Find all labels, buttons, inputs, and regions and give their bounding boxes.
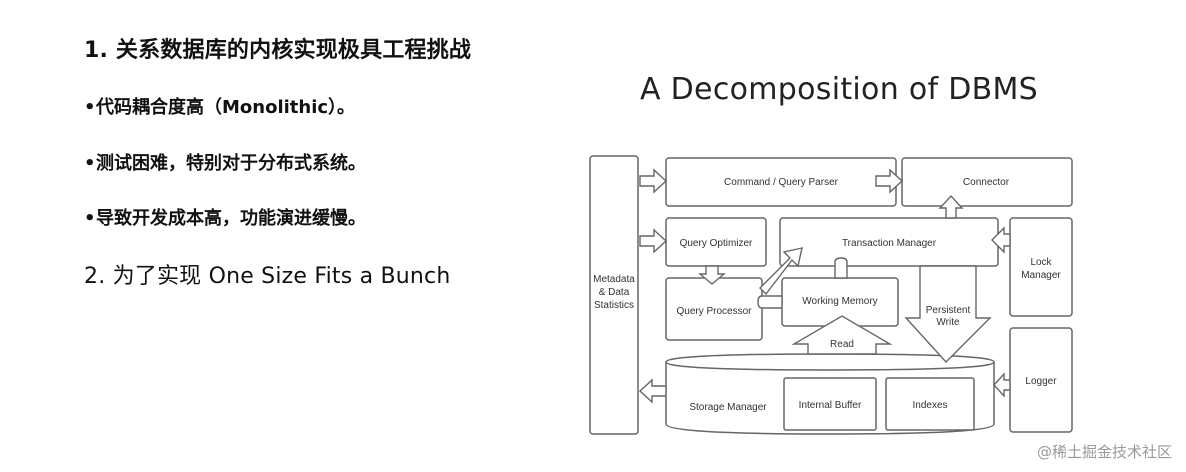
lock-manager-box (1009, 217, 1073, 317)
dbms-diagram: Metadata & Data Statistics Command / Que… (589, 155, 1073, 435)
internal-buffer-box (783, 377, 877, 431)
metadata-label-line1: Metadata (593, 274, 635, 285)
query-optimizer-label: Query Optimizer (680, 238, 753, 249)
query-processor-label: Query Processor (676, 306, 752, 317)
arrow-logger-to-storage (993, 372, 1011, 398)
connector-label: Connector (963, 177, 1010, 188)
lock-manager-label-line2: Manager (1021, 270, 1061, 281)
arrow-processor-to-txn (759, 247, 803, 296)
command-parser-label: Command / Query Parser (724, 177, 839, 188)
persistent-write-label-line1: Persistent (926, 305, 971, 316)
arrow-metadata-to-parser (639, 168, 668, 194)
bullet-testing: •测试困难，特别对于分布式系统。 (84, 149, 366, 175)
connector-processor-to-memory (757, 295, 783, 309)
metadata-box (589, 155, 639, 435)
persistent-write-label-line2: Write (936, 317, 960, 328)
bullet-marker: • (84, 153, 96, 174)
watermark: @稀土掘金技术社区 (1036, 443, 1172, 461)
metadata-label-line2: & Data (599, 287, 630, 298)
indexes-label: Indexes (912, 400, 947, 411)
read-label: Read (830, 339, 854, 350)
bullet-text: 导致开发成本高，功能演进缓慢。 (96, 208, 366, 229)
storage-manager-label: Storage Manager (689, 402, 767, 413)
arrow-metadata-to-optimizer (639, 228, 668, 254)
metadata-label-line3: Statistics (594, 300, 634, 311)
connector-txn-to-memory (834, 257, 848, 279)
connector-box (901, 157, 1073, 207)
persistent-write-arrow (904, 265, 992, 364)
arrow-lock-to-txn (991, 226, 1011, 254)
arrow-optimizer-to-processor (698, 265, 726, 285)
logger-label: Logger (1025, 376, 1057, 387)
indexes-box (885, 377, 975, 431)
arrow-storage-to-metadata (638, 378, 667, 404)
bullet-cost: •导致开发成本高，功能演进缓慢。 (84, 204, 366, 230)
lock-manager-label-line1: Lock (1030, 257, 1052, 268)
bullet-marker: • (84, 97, 96, 118)
bullet-marker: • (84, 208, 96, 229)
bullet-coupling: •代码耦合度高（Monolithic）。 (84, 93, 355, 119)
internal-buffer-label: Internal Buffer (799, 400, 862, 411)
heading-one-size: 2. 为了实现 One Size Fits a Bunch (84, 264, 451, 289)
arrow-parser-to-connector (875, 168, 904, 194)
transaction-manager-label: Transaction Manager (842, 238, 937, 249)
bullet-text: 测试困难，特别对于分布式系统。 (96, 153, 366, 174)
bullet-text: 代码耦合度高（Monolithic）。 (96, 97, 356, 118)
working-memory-label: Working Memory (802, 296, 877, 307)
read-arrow (791, 315, 893, 355)
heading-challenge: 1. 关系数据库的内核实现极具工程挑战 (84, 38, 472, 63)
diagram-title: A Decomposition of DBMS (640, 72, 1039, 107)
arrow-txn-to-connector (938, 194, 964, 219)
